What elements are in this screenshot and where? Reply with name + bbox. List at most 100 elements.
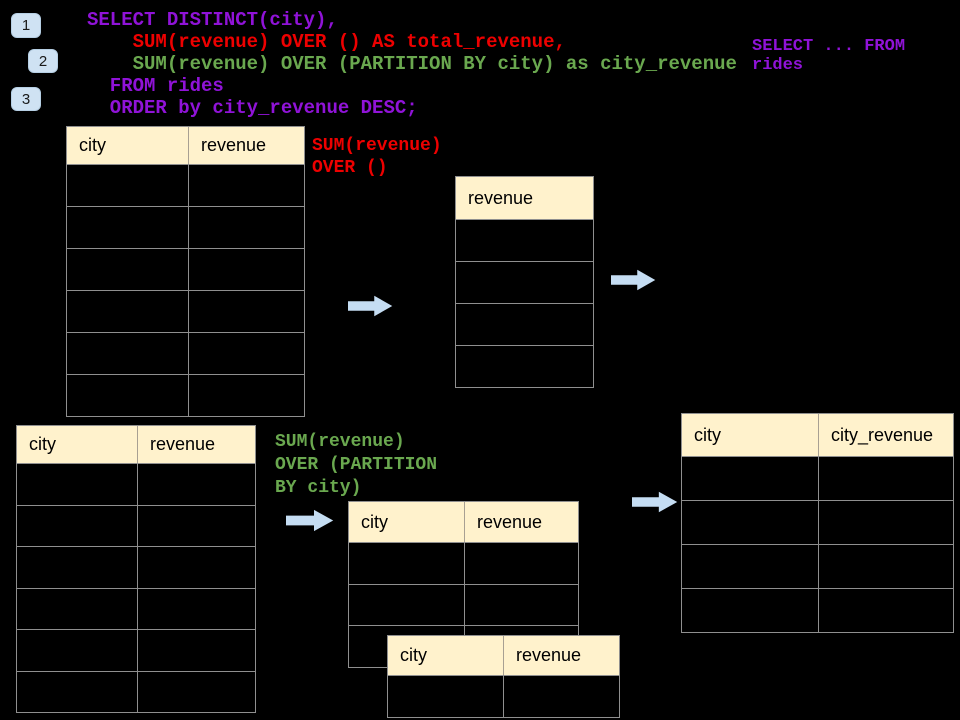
table-row — [682, 544, 953, 588]
code-line: FROM rides — [87, 75, 224, 97]
column-header: city — [361, 511, 388, 532]
table-row — [67, 332, 304, 374]
table-cell — [137, 505, 255, 546]
column-header: city_revenue — [818, 414, 953, 456]
table-partition-result-front: city revenue — [387, 635, 620, 718]
table-row — [682, 588, 953, 632]
table-header-row: revenue — [456, 177, 593, 220]
column-header: city — [79, 135, 106, 155]
table-cell — [818, 545, 953, 588]
table-cell — [17, 672, 137, 713]
flow-arrow-right-icon — [348, 295, 393, 317]
table-row — [349, 583, 578, 625]
table-city-revenue-result: city city_revenue — [681, 413, 954, 633]
column-header: revenue — [188, 127, 304, 164]
column-header: revenue — [468, 187, 534, 208]
table-cell — [188, 165, 304, 206]
table-cell — [188, 375, 304, 416]
flow-arrow-right-icon — [286, 509, 334, 532]
code-line: rides — [752, 56, 804, 75]
table-row — [17, 587, 255, 629]
table-cell — [17, 464, 137, 505]
table-rides-top: city revenue — [66, 126, 305, 417]
table-row — [349, 543, 578, 584]
column-header: city — [400, 645, 427, 665]
step-badge-2: 2 — [28, 49, 58, 73]
table-header-row: city city_revenue — [682, 414, 953, 457]
table-cell — [137, 547, 255, 588]
code-line: SELECT ... FROM — [752, 37, 906, 56]
column-header: city — [29, 434, 56, 454]
column-header: revenue — [503, 636, 619, 675]
table-row — [682, 457, 953, 500]
table-cell — [818, 501, 953, 544]
table-cell — [818, 589, 953, 632]
partition-window-label: SUM(revenue) OVER (PARTITION BY city) — [275, 431, 437, 500]
table-cell — [682, 457, 818, 500]
sql-query-code: SELECT DISTINCT(city), SUM(revenue) OVER… — [87, 9, 737, 119]
code-line: SUM(revenue) — [312, 136, 442, 156]
table-header-row: city revenue — [67, 127, 304, 165]
table-row — [456, 261, 593, 303]
table-row — [67, 290, 304, 332]
table-row — [17, 670, 255, 713]
table-cell — [682, 589, 818, 632]
total-revenue-window-label: SUM(revenue)OVER () — [312, 135, 442, 179]
table-cell — [188, 207, 304, 248]
table-row — [67, 248, 304, 290]
column-header: city — [694, 424, 721, 445]
table-cell — [682, 501, 818, 544]
flow-arrow-right-icon — [611, 269, 656, 291]
table-cell — [67, 375, 188, 416]
table-header-row: city revenue — [388, 636, 619, 676]
column-header: revenue — [464, 502, 578, 542]
table-row — [17, 629, 255, 671]
table-row — [17, 504, 255, 547]
table-cell — [67, 291, 188, 332]
step-badge-3: 3 — [11, 87, 41, 111]
table-row — [17, 546, 255, 588]
table-row — [456, 303, 593, 345]
table-row — [67, 165, 304, 206]
table-header-row: city revenue — [349, 502, 578, 543]
table-cell — [503, 676, 619, 717]
code-line: OVER (PARTITION — [275, 455, 438, 475]
code-line: SUM(revenue) — [275, 432, 405, 452]
table-cell — [17, 506, 137, 547]
table-row — [456, 345, 593, 387]
code-line: SUM(revenue) OVER (PARTITION BY city) as… — [87, 53, 737, 75]
table-cell — [17, 630, 137, 671]
table-cell — [456, 346, 593, 387]
table-cell — [349, 543, 464, 584]
table-cell — [682, 545, 818, 588]
flow-arrow-right-icon — [632, 491, 678, 513]
table-cell — [67, 165, 188, 206]
table-cell — [67, 207, 188, 248]
table-cell — [388, 676, 503, 717]
code-line: BY city) — [275, 478, 362, 498]
table-cell — [137, 630, 255, 671]
table-cell — [188, 249, 304, 290]
table-partition-result-back: city revenue — [348, 501, 579, 668]
code-line: ORDER by city_revenue DESC; — [87, 97, 418, 119]
code-line: SELECT DISTINCT(city), — [87, 9, 338, 31]
table-cell — [67, 333, 188, 374]
table-row — [682, 500, 953, 544]
table-cell — [17, 547, 137, 588]
table-row — [17, 464, 255, 505]
code-line: OVER () — [312, 158, 388, 178]
table-cell — [137, 588, 255, 629]
table-cell — [188, 333, 304, 374]
table-total-revenue-result: revenue — [455, 176, 594, 388]
table-row — [67, 374, 304, 416]
table-cell — [456, 220, 593, 261]
table-rides-bottom: city revenue — [16, 425, 256, 713]
table-cell — [137, 671, 255, 712]
table-cell — [818, 457, 953, 500]
table-cell — [456, 262, 593, 303]
column-header: revenue — [137, 426, 255, 463]
code-line: SUM(revenue) OVER () AS total_revenue, — [87, 31, 566, 53]
table-cell — [464, 584, 578, 625]
